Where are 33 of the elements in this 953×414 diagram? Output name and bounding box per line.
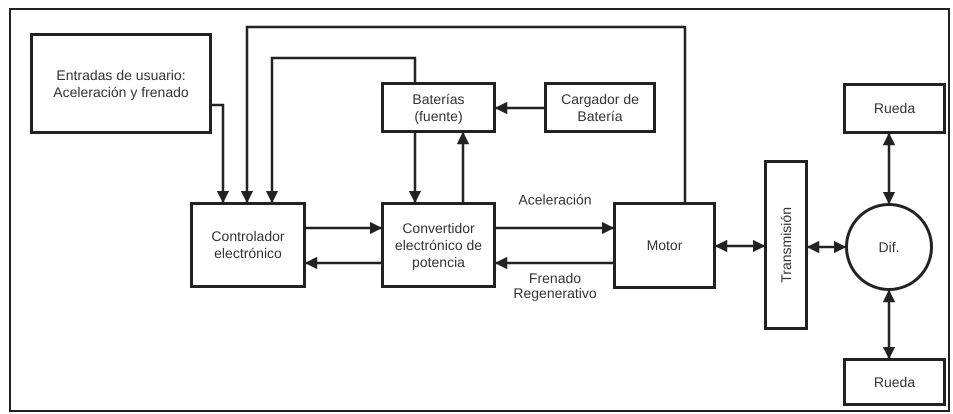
arrow <box>882 132 896 204</box>
arrow <box>306 222 382 234</box>
arrow <box>240 26 686 204</box>
node-label: Controlador electrónico <box>210 228 286 262</box>
arrow <box>494 102 544 114</box>
process-box <box>544 82 656 133</box>
process-box <box>30 33 212 134</box>
arrow <box>304 256 381 270</box>
process-box <box>381 82 496 133</box>
node-label: Convertidor electrónico de potencia <box>394 220 484 270</box>
arrow <box>266 56 416 204</box>
arrow <box>408 133 422 204</box>
process-box <box>843 83 946 134</box>
arrow <box>212 104 230 204</box>
process-box <box>381 202 496 288</box>
transmission-box <box>764 160 808 330</box>
arrow <box>882 290 896 360</box>
node-label: Entradas de usuario: Aceleración y frenado <box>52 66 190 100</box>
arrow <box>714 240 766 252</box>
node-label: Rueda <box>872 100 916 117</box>
node-label: Transmisión <box>778 207 794 283</box>
process-box <box>843 358 946 406</box>
node-label: Baterías (fuente) <box>411 90 466 124</box>
process-box <box>613 202 716 289</box>
arrow <box>494 256 613 270</box>
node-label: Rueda <box>872 374 916 390</box>
arrow <box>806 240 846 254</box>
process-box <box>190 202 306 288</box>
arrow <box>496 222 614 234</box>
node-label: Dif. <box>878 238 900 256</box>
arrow <box>456 132 470 202</box>
node-label: Cargador de Batería <box>560 90 640 124</box>
node-label: Motor <box>646 237 684 254</box>
